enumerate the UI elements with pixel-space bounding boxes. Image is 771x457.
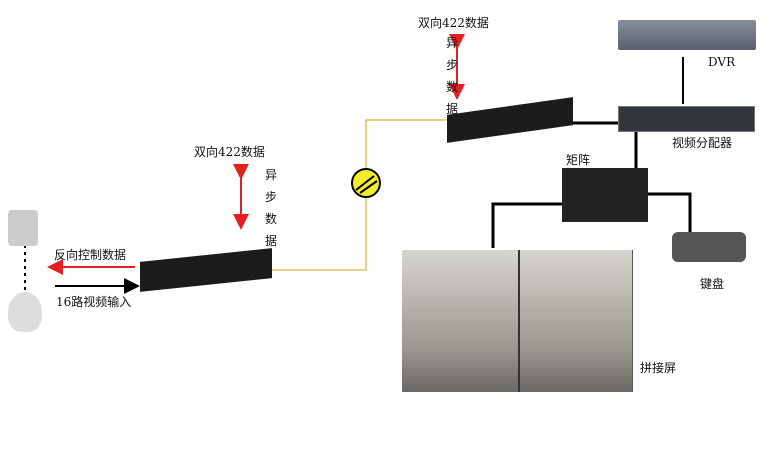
label-reverse-control: 反向控制数据 [54, 248, 127, 262]
video-wall-photo [402, 250, 633, 392]
dome-camera-device [8, 292, 42, 332]
camera-device [8, 210, 38, 246]
matrix-device [562, 168, 648, 222]
dvr-device [618, 20, 756, 50]
label-video-wall: 拼接屏 [640, 361, 677, 375]
label-async-top: 异步数据 [445, 36, 458, 116]
label-video-distributor: 视频分配器 [672, 136, 733, 150]
label-bidirectional-left: 双向422数据 [194, 145, 265, 159]
label-async-left: 异步数据 [264, 168, 277, 248]
label-keyboard: 键盘 [700, 277, 725, 291]
keyboard-device [672, 232, 746, 262]
label-matrix: 矩阵 [566, 153, 591, 167]
label-dvr: DVR [708, 55, 736, 69]
label-bidirectional-top: 双向422数据 [418, 16, 489, 30]
label-video-input: 16路视频输入 [56, 295, 132, 309]
video-distributor-device [618, 106, 755, 132]
